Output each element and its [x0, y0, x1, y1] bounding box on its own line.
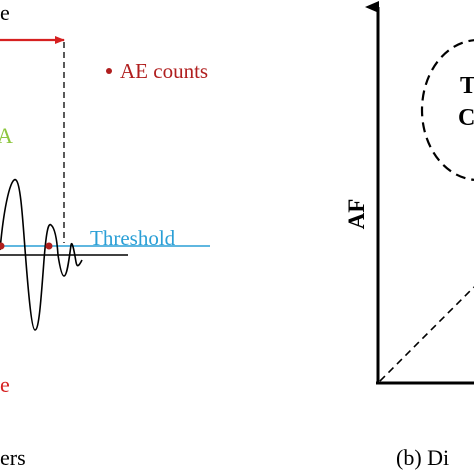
left-caption: ers [0, 445, 26, 470]
right-panel: AF T C (b) Di [344, 1, 474, 470]
ae-waveform [0, 178, 83, 331]
top-label: e [0, 0, 10, 25]
bottom-label: e [0, 372, 10, 397]
ae-count-dot [45, 242, 53, 250]
ae-count-legend-dot [106, 68, 112, 74]
right-caption: (b) Di [396, 445, 449, 470]
left-panel: e AE counts A Threshold e ers [0, 0, 210, 470]
ae-count-dot [0, 242, 5, 250]
tensile-region-ellipse [420, 39, 474, 181]
ae-counts-legend-label: AE counts [120, 59, 208, 83]
threshold-label: Threshold [90, 226, 176, 250]
dashed-diagonal-line [379, 286, 474, 382]
region-label-top: T [460, 73, 474, 99]
y-axis-label: AF [344, 199, 369, 230]
region-label-bottom: C [458, 105, 474, 131]
amplitude-label: A [0, 123, 13, 148]
